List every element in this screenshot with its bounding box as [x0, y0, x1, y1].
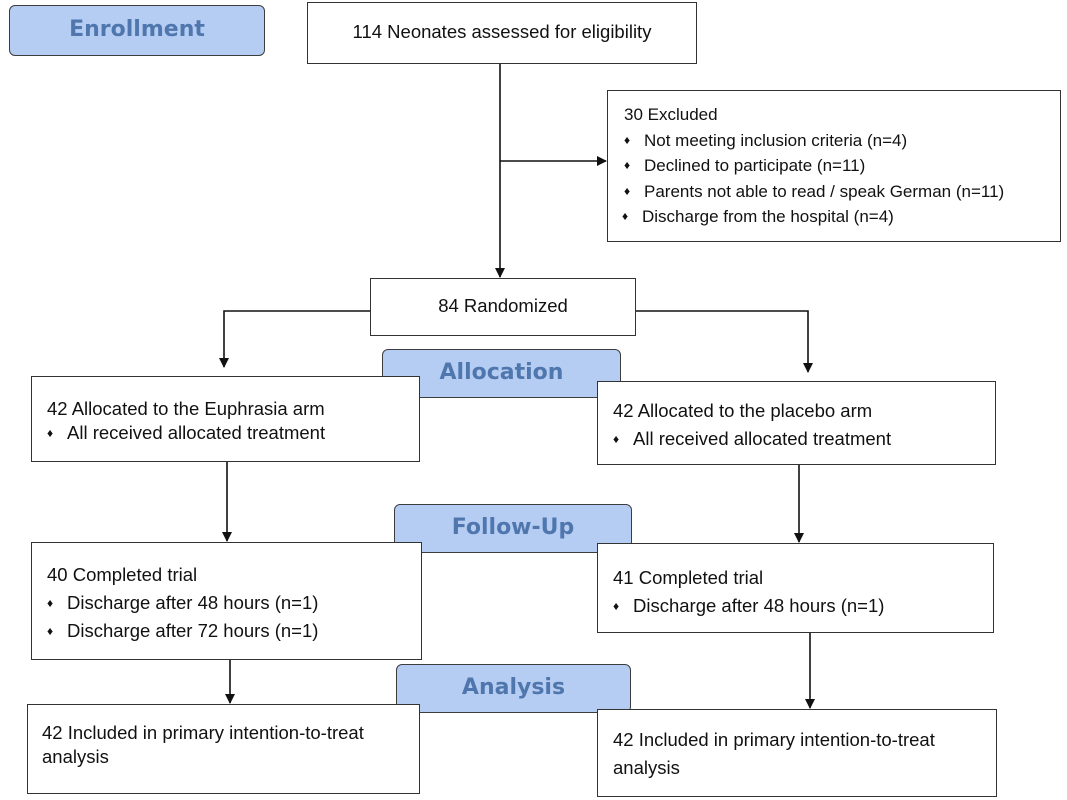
excluded-item: ♦Declined to participate (n=11): [624, 156, 866, 175]
placebo-analysis-text: analysis: [613, 757, 680, 778]
placebo-completed-text: 41 Completed trial: [613, 567, 764, 588]
euphrasia-analysis-box: 42 Included in primary intention-to-trea…: [27, 704, 420, 794]
placebo-completed-box: 41 Completed trial ♦Discharge after 48 h…: [597, 543, 994, 633]
placebo-analysis-box: 42 Included in primary intention-to-trea…: [597, 709, 997, 797]
stage-allocation: Allocation: [382, 349, 621, 398]
euphrasia-analysis-text: 42 Included in primary intention-to-trea…: [42, 722, 364, 743]
placebo-completed-note: ♦Discharge after 48 hours (n=1): [613, 595, 885, 616]
randomized-box: 84 Randomized: [370, 278, 636, 336]
excluded-item: ♦Parents not able to read / speak German…: [624, 181, 1005, 201]
euphrasia-completed-box: 40 Completed trial ♦Discharge after 48 h…: [31, 542, 422, 660]
assessed-text: 114 Neonates assessed for eligibility: [352, 21, 652, 42]
stage-analysis: Analysis: [396, 664, 631, 713]
assessed-box: 114 Neonates assessed for eligibility: [307, 2, 697, 64]
arrow-randomized-to-placebo: [636, 310, 813, 373]
randomized-text: 84 Randomized: [438, 295, 568, 316]
stage-followup: Follow-Up: [394, 504, 632, 553]
euphrasia-completed-note: ♦Discharge after 72 hours (n=1): [47, 620, 319, 641]
placebo-allocated-note: ♦All received allocated treatment: [613, 428, 892, 449]
euphrasia-allocated-text: 42 Allocated to the Euphrasia arm: [47, 398, 325, 419]
euphrasia-allocated-box: 42 Allocated to the Euphrasia arm ♦All r…: [31, 376, 420, 462]
excluded-title: 30 Excluded: [624, 105, 718, 124]
placebo-analysis-text: 42 Included in primary intention-to-trea…: [613, 729, 935, 750]
placebo-allocated-text: 42 Allocated to the placebo arm: [613, 400, 873, 421]
euphrasia-allocated-note: ♦All received allocated treatment: [47, 422, 326, 443]
placebo-allocated-box: 42 Allocated to the placebo arm ♦All rec…: [597, 381, 996, 465]
euphrasia-completed-text: 40 Completed trial: [47, 564, 198, 585]
euphrasia-completed-note: ♦Discharge after 48 hours (n=1): [47, 592, 319, 613]
stage-enrollment: Enrollment: [9, 5, 265, 56]
excluded-item: ♦Discharge from the hospital (n=4): [622, 207, 894, 226]
excluded-box: 30 Excluded ♦Not meeting inclusion crite…: [607, 90, 1061, 242]
arrow-randomized-to-euphrasia: [219, 310, 370, 368]
excluded-item: ♦Not meeting inclusion criteria (n=4): [624, 130, 908, 150]
euphrasia-analysis-text: analysis: [42, 746, 109, 767]
